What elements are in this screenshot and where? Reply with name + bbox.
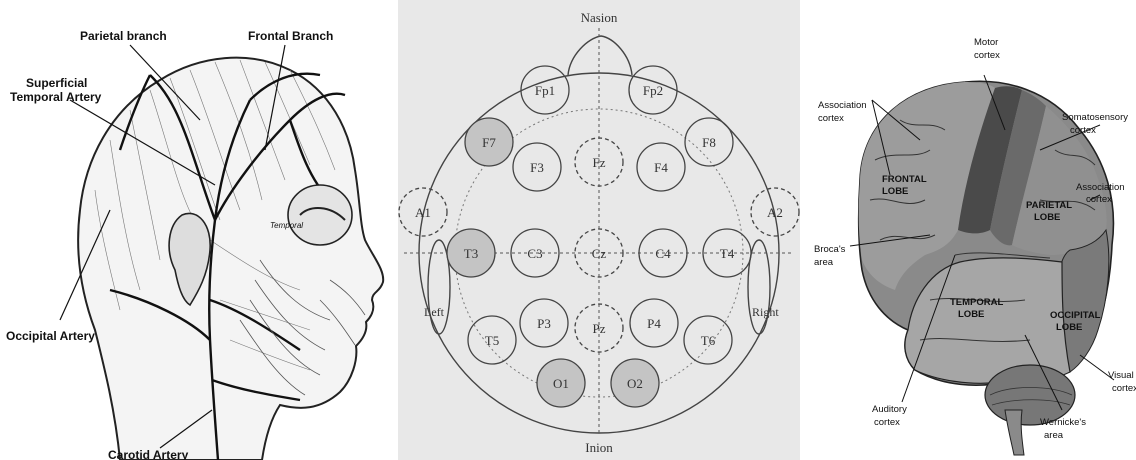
electrode-label-a1: A1 bbox=[415, 205, 431, 220]
label-visual-cortex: cortex bbox=[1112, 383, 1136, 394]
label-frontal-lobe: FRONTAL bbox=[882, 174, 927, 185]
engraving-text: Temporal bbox=[270, 221, 303, 230]
brainstem bbox=[1005, 410, 1024, 455]
label-association-right-cortex: cortex bbox=[1086, 194, 1112, 205]
electrode-label-o2: O2 bbox=[627, 376, 643, 391]
electrode-label-f8: F8 bbox=[702, 135, 716, 150]
electrode-label-p4: P4 bbox=[647, 316, 661, 331]
label-temporal-artery: Temporal Artery bbox=[10, 90, 102, 104]
electrode-label-fz: Fz bbox=[593, 155, 606, 170]
head-arteries-illustration: Temporal Parietal branch Frontal Branch … bbox=[0, 0, 390, 460]
label-frontal-lobe-2: LOBE bbox=[882, 186, 908, 197]
label-wernicke: Wernicke's bbox=[1040, 417, 1086, 428]
inion-label: Inion bbox=[585, 440, 613, 455]
head-outline bbox=[78, 58, 383, 460]
label-auditory: Auditory bbox=[872, 404, 907, 415]
electrode-label-f7: F7 bbox=[482, 135, 496, 150]
right-label: Right bbox=[752, 305, 779, 319]
eye-socket bbox=[288, 185, 352, 245]
label-occipital-artery: Occipital Artery bbox=[6, 329, 95, 343]
label-carotid-artery: Carotid Artery bbox=[108, 448, 189, 460]
label-association-left: Association bbox=[818, 100, 867, 111]
brain-lobes-illustration: Motor cortex Association cortex Somatose… bbox=[800, 0, 1136, 460]
left-label: Left bbox=[424, 305, 445, 319]
electrode-label-a2: A2 bbox=[767, 205, 783, 220]
label-parietal-lobe-2: LOBE bbox=[1034, 212, 1060, 223]
label-somatosensory-cortex: cortex bbox=[1070, 125, 1096, 136]
electrode-label-t3: T3 bbox=[464, 246, 478, 261]
nasion-label: Nasion bbox=[581, 10, 618, 25]
brain-lobes-panel: Motor cortex Association cortex Somatose… bbox=[800, 0, 1136, 460]
label-somatosensory: Somatosensory bbox=[1062, 112, 1128, 123]
electrode-label-f4: F4 bbox=[654, 160, 668, 175]
electrode-label-fp1: Fp1 bbox=[535, 83, 555, 98]
label-visual: Visual bbox=[1108, 370, 1134, 381]
label-broca-area: area bbox=[814, 257, 834, 268]
label-motor-cortex: cortex bbox=[974, 50, 1000, 61]
electrode-label-pz: Pz bbox=[593, 321, 606, 336]
label-broca: Broca's bbox=[814, 244, 846, 255]
label-auditory-cortex: cortex bbox=[874, 417, 900, 428]
label-occipital-lobe-2: LOBE bbox=[1056, 322, 1082, 333]
electrode-label-t5: T5 bbox=[485, 333, 499, 348]
label-association-left-cortex: cortex bbox=[818, 113, 844, 124]
cerebellum bbox=[985, 365, 1075, 425]
head-arteries-panel: Temporal Parietal branch Frontal Branch … bbox=[0, 0, 390, 460]
electrode-label-c4: C4 bbox=[655, 246, 671, 261]
label-wernicke-area: area bbox=[1044, 430, 1064, 441]
label-association-right: Association bbox=[1076, 182, 1125, 193]
electrode-label-t6: T6 bbox=[701, 333, 716, 348]
electrode-label-c3: C3 bbox=[527, 246, 542, 261]
label-temporal-lobe: TEMPORAL bbox=[950, 297, 1004, 308]
electrode-label-o1: O1 bbox=[553, 376, 569, 391]
label-superficial: Superficial bbox=[26, 76, 87, 90]
electrode-label-p3: P3 bbox=[537, 316, 551, 331]
nose-outline bbox=[568, 36, 632, 75]
electrode-label-cz: Cz bbox=[592, 246, 607, 261]
electrode-label-f3: F3 bbox=[530, 160, 544, 175]
electrode-label-t4: T4 bbox=[720, 246, 735, 261]
label-motor: Motor bbox=[974, 37, 998, 48]
label-temporal-lobe-2: LOBE bbox=[958, 309, 984, 320]
label-parietal-lobe: PARIETAL bbox=[1026, 200, 1072, 211]
label-frontal-branch: Frontal Branch bbox=[248, 29, 333, 43]
label-occipital-lobe: OCCIPITAL bbox=[1050, 310, 1101, 321]
label-parietal-branch: Parietal branch bbox=[80, 29, 167, 43]
electrode-label-fp2: Fp2 bbox=[643, 83, 663, 98]
